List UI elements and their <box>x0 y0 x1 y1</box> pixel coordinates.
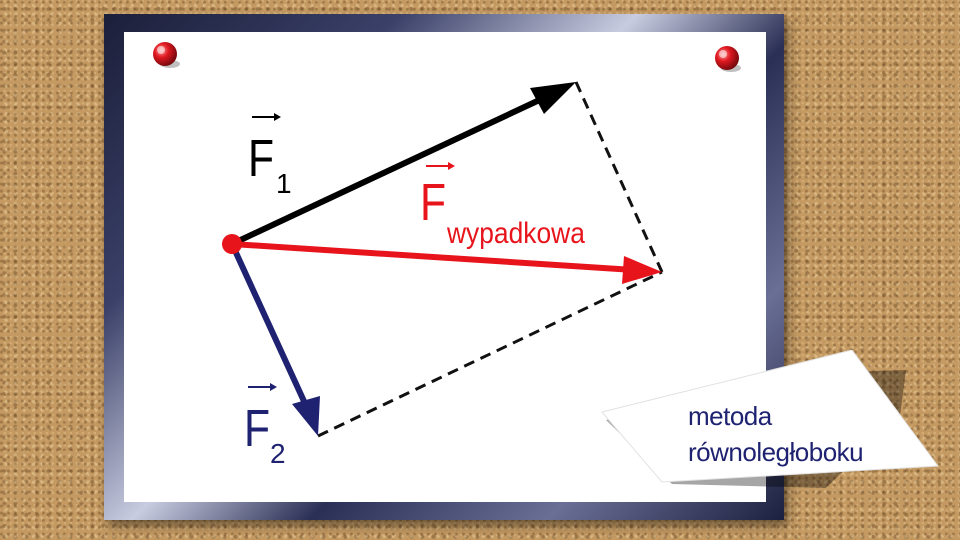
label-f2-letter: F <box>244 400 270 458</box>
dashed-side-bottom <box>317 270 663 438</box>
vector-f2 <box>229 242 320 436</box>
label-resultant: F wypadkowa <box>420 162 585 249</box>
sticky-note <box>601 350 939 488</box>
note-line-2: równoległoboku <box>688 437 864 467</box>
dashed-side-right <box>574 81 664 273</box>
vector-resultant <box>231 241 662 284</box>
pushpin-icon <box>153 42 180 68</box>
label-f1-letter: F <box>248 130 274 188</box>
label-resultant-letter: F <box>420 174 446 232</box>
label-f1: F 1 <box>248 113 292 199</box>
label-resultant-subscript: wypadkowa <box>446 215 585 249</box>
label-f2: F 2 <box>244 383 286 469</box>
note-text: metoda równoległoboku <box>688 398 864 470</box>
origin-point <box>222 234 242 254</box>
pushpin-icon <box>715 46 741 72</box>
label-f1-subscript: 1 <box>276 168 292 199</box>
label-f2-subscript: 2 <box>270 438 286 469</box>
vector-f1 <box>230 82 576 247</box>
note-line-1: metoda <box>688 401 772 431</box>
